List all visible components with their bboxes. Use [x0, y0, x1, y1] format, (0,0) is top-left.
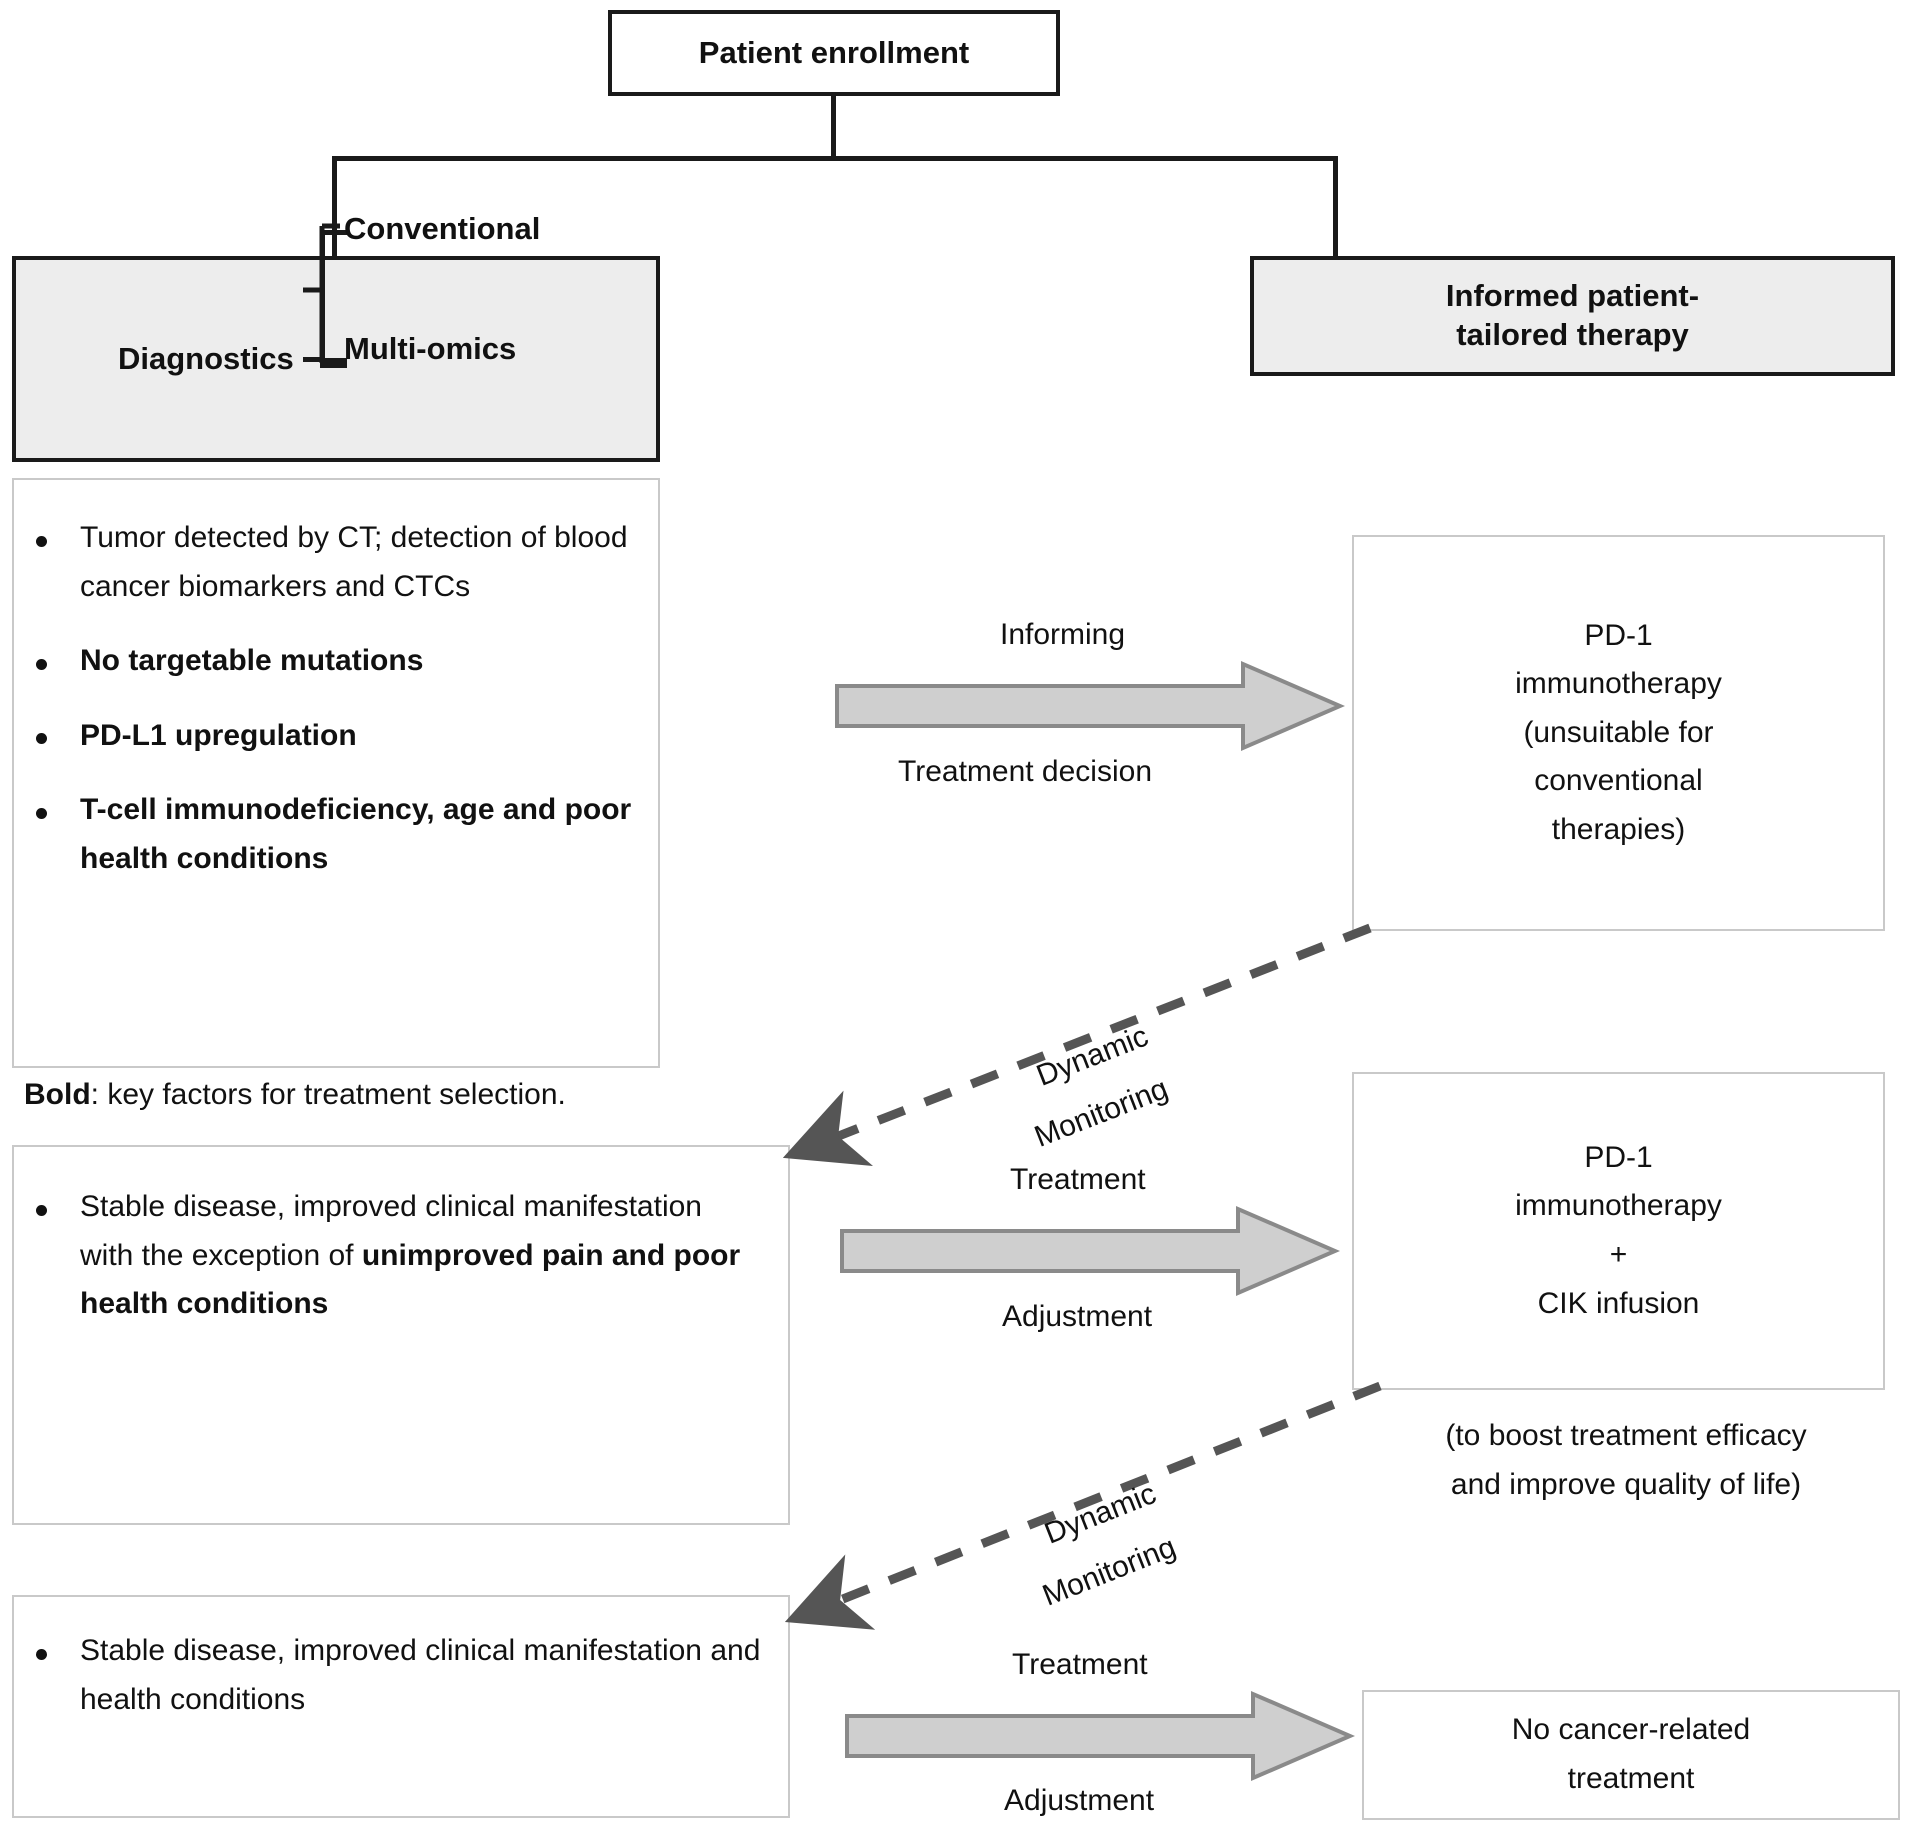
therapy-pd1-only-text: PD-1 immunotherapy (unsuitable for conve…: [1515, 618, 1722, 846]
panel-second-followup-findings: Stable disease, improved clinical manife…: [12, 1595, 790, 1818]
list-item: PD-L1 upregulation: [14, 712, 632, 761]
patient-enrollment-box: Patient enrollment: [608, 10, 1060, 96]
informed-therapy-label: Informed patient- tailored therapy: [1445, 278, 1700, 352]
diagnostics-branch-conventional: Conventional: [344, 211, 541, 246]
panel-diagnostics-findings: Tumor detected by CT; detection of blood…: [12, 478, 660, 1068]
list-item: No targetable mutations: [14, 637, 632, 686]
list-item: Stable disease, improved clinical manife…: [14, 1627, 762, 1724]
diagnostics-root-label: Diagnostics: [118, 340, 294, 376]
arrow-informing-treatment-decision: [835, 660, 1345, 752]
diagnostics-brace-shape: [303, 223, 342, 366]
legend-note-bold: Bold: [24, 1078, 91, 1111]
panel-therapy-pd1-cik: PD-1 immunotherapy + CIK infusion: [1352, 1072, 1885, 1390]
diagnostics-branch-multiomics: Multi-omics: [344, 331, 517, 366]
therapy-pd1-cik-caption: (to boost treatment efficacy and improve…: [1445, 1419, 1807, 1501]
list-item: T-cell immunodeficiency, age and poor he…: [14, 786, 632, 883]
panel-therapy-pd1-only: PD-1 immunotherapy (unsuitable for conve…: [1352, 535, 1885, 931]
first-followup-list: Stable disease, improved clinical manife…: [14, 1147, 788, 1329]
arrow-treatment-1-label-above: Treatment: [1010, 1163, 1146, 1196]
diagnostics-brace-stub: [303, 357, 321, 362]
connector-vertical-right: [1333, 156, 1338, 258]
patient-enrollment-label: Patient enrollment: [698, 34, 970, 70]
list-item-bold-tail: unimproved pain and poor health conditio…: [80, 1238, 741, 1321]
second-followup-list: Stable disease, improved clinical manife…: [14, 1597, 788, 1724]
arrow-dynamic-monitoring-2: [780, 1380, 1400, 1630]
informed-therapy-header-box: Informed patient- tailored therapy: [1250, 256, 1895, 376]
list-item: Tumor detected by CT; detection of blood…: [14, 514, 632, 611]
connector-vertical-left: [332, 156, 337, 258]
therapy-pd1-cik-text: PD-1 immunotherapy + CIK infusion: [1515, 1140, 1722, 1320]
arrow-treatment-1-label-below: Adjustment: [1002, 1300, 1153, 1333]
arrow-informing-label-below: Treatment decision: [898, 755, 1153, 788]
arrow-treatment-adjustment-2: [845, 1690, 1355, 1782]
arrow-treatment-2-label-above: Treatment: [1012, 1648, 1148, 1681]
arrow-informing-label-above: Informing: [1000, 618, 1126, 651]
legend-note: Bold: key factors for treatment selectio…: [24, 1078, 566, 1112]
panel-first-followup-findings: Stable disease, improved clinical manife…: [12, 1145, 790, 1525]
connector-horizontal-main: [332, 156, 1338, 161]
arrow-treatment-adjustment-1: [840, 1205, 1340, 1297]
arrow-treatment-2-label-below: Adjustment: [1004, 1784, 1155, 1817]
list-item: Stable disease, improved clinical manife…: [14, 1183, 762, 1329]
panel-therapy-none: No cancer-related treatment: [1362, 1690, 1900, 1820]
diagnostics-findings-list: Tumor detected by CT; detection of blood…: [14, 480, 658, 884]
arrow-dynamic-monitoring-1: [770, 920, 1390, 1167]
connector-vertical-main: [831, 96, 836, 159]
legend-note-rest: : key factors for treatment selection.: [90, 1078, 566, 1111]
therapy-none-text: No cancer-related treatment: [1511, 1713, 1751, 1795]
